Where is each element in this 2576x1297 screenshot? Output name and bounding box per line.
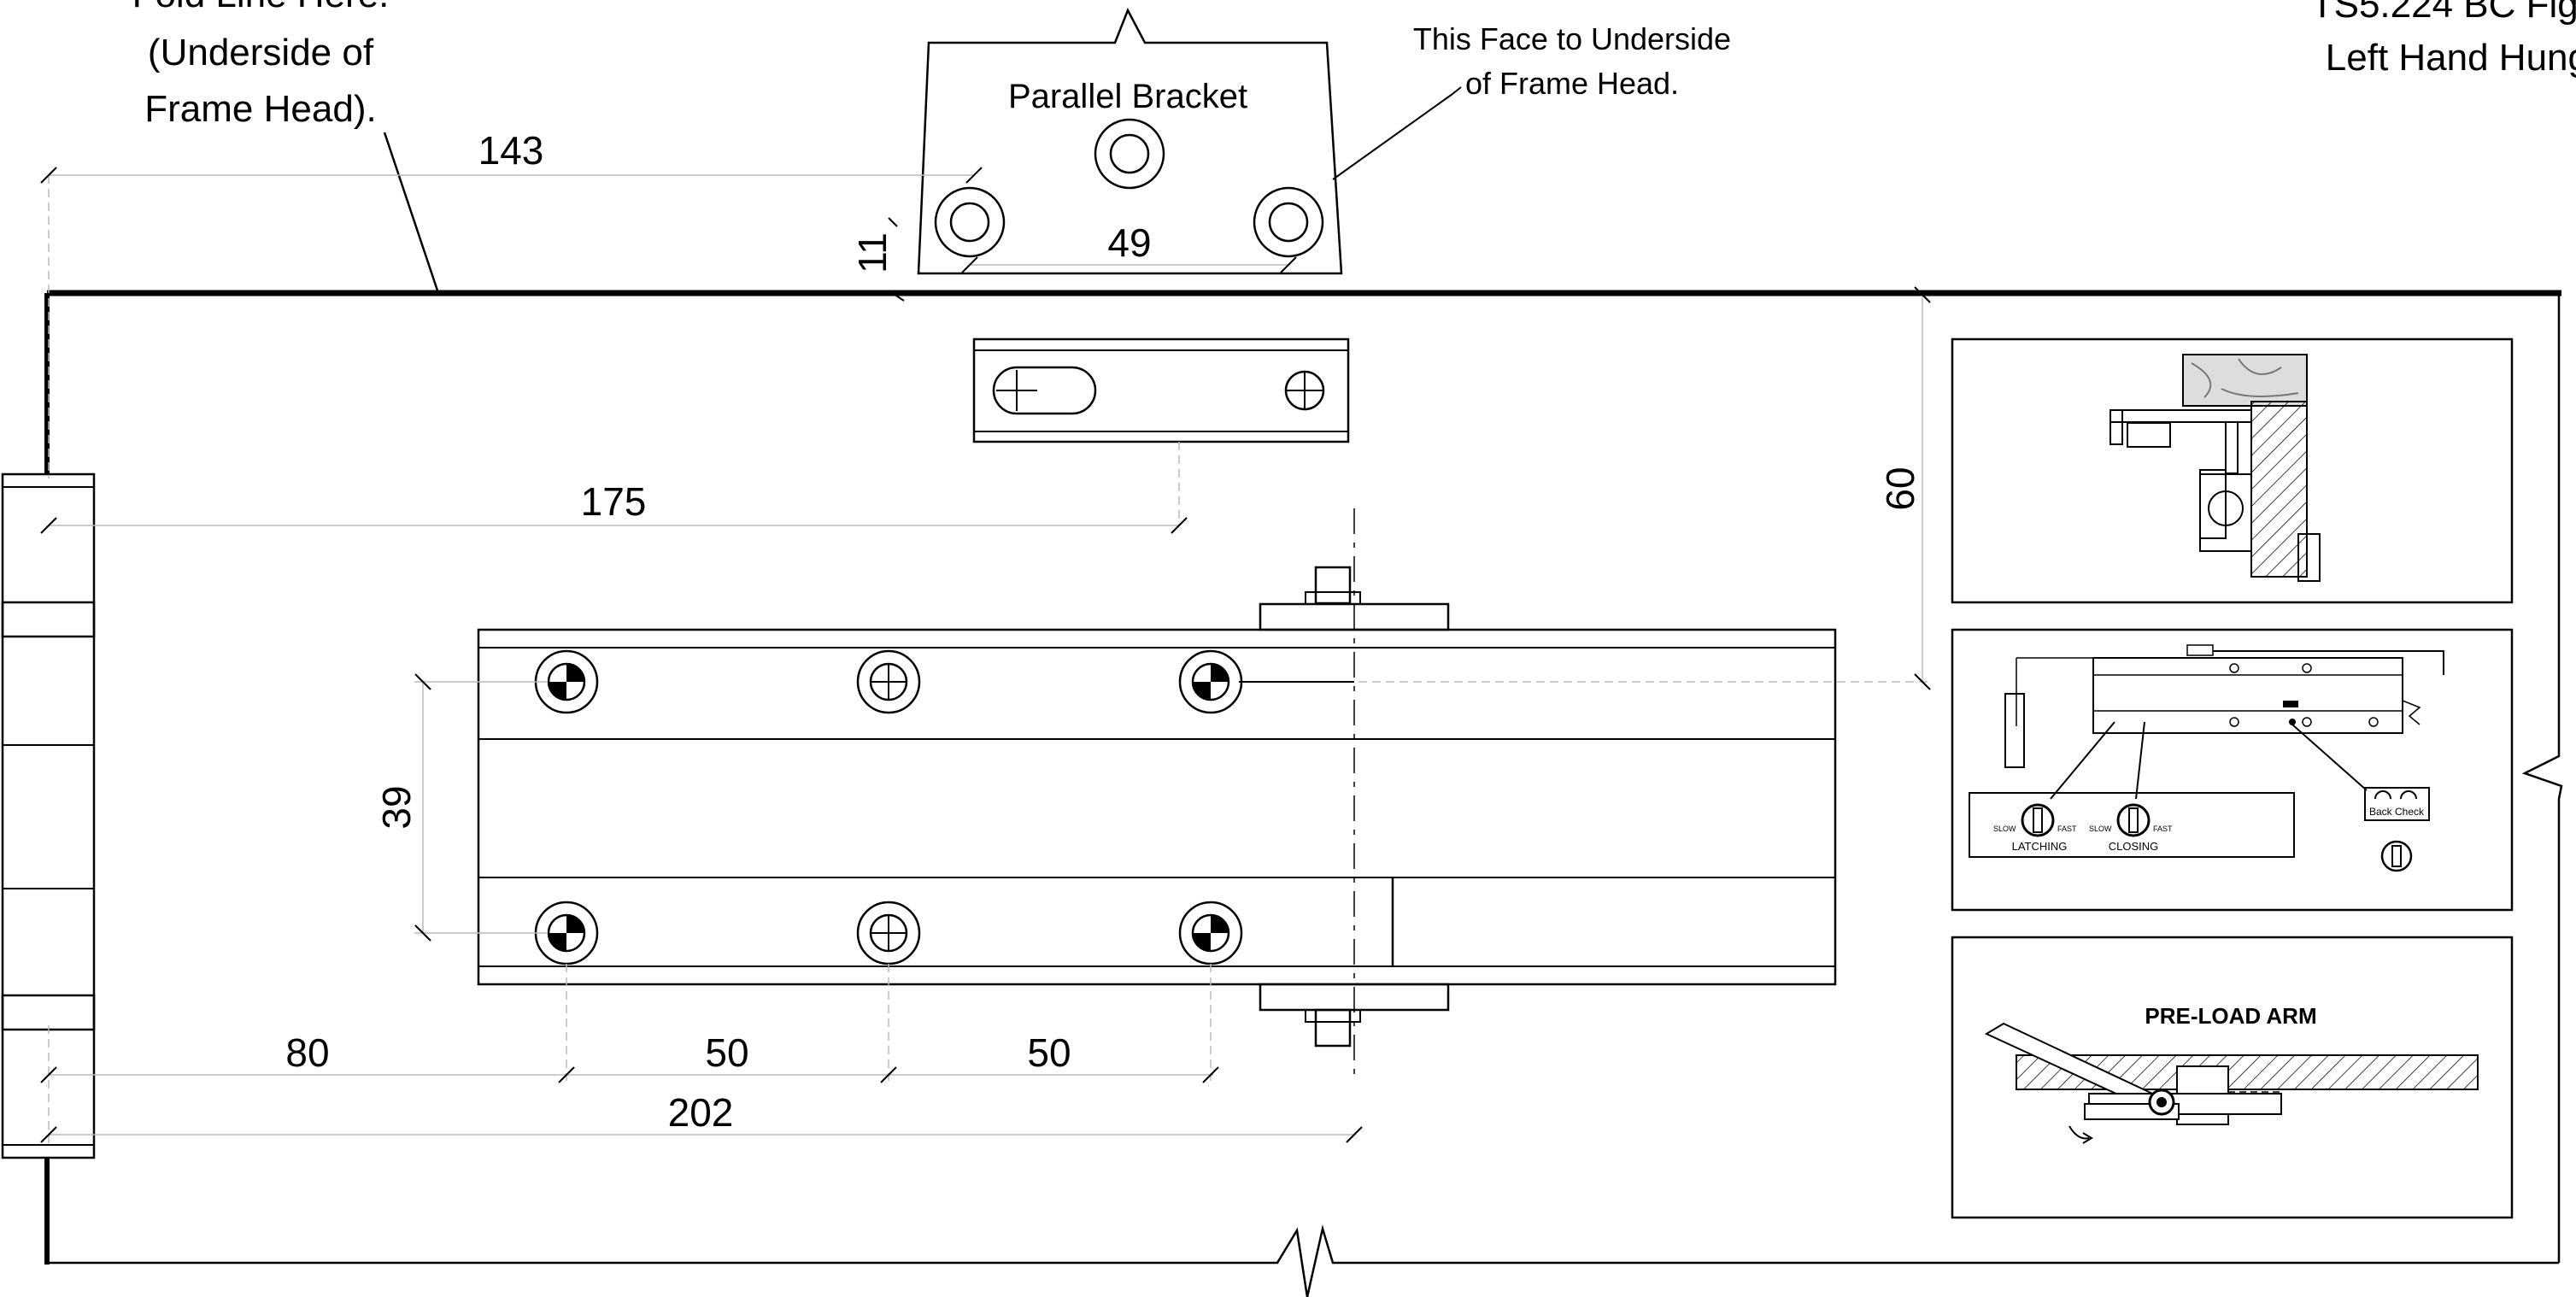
- slot-hole: [992, 366, 1097, 415]
- svg-text:FAST: FAST: [2057, 825, 2077, 833]
- svg-text:SLOW: SLOW: [1993, 825, 2016, 833]
- screw-top-3: [1178, 649, 1243, 714]
- dim-50-second: 50: [1027, 1030, 1071, 1075]
- frame-outline: [44, 290, 2563, 1297]
- screw-top-2: [856, 649, 921, 714]
- dim-202: 202: [668, 1090, 734, 1135]
- dimension-labels: 143 11 49 175 60 39 80 50 50 202: [285, 128, 1922, 1135]
- fold-note-line-3: Frame Head).: [144, 88, 376, 130]
- frame-profile: [2182, 354, 2308, 407]
- bracket-hole-top: [1094, 118, 1165, 190]
- bracket-outline: [917, 8, 1343, 275]
- dim-49: 49: [1107, 220, 1151, 265]
- dim-143: 143: [478, 128, 544, 173]
- detail-panel-adjustment: SLOW FAST SLOW FAST LATCHING CLOSING Bac…: [1951, 628, 2514, 912]
- dim-11: 11: [850, 232, 895, 273]
- back-check-valve-icon: [2380, 840, 2413, 872]
- parallel-bracket: Parallel Bracket This Face to Underside …: [917, 8, 1731, 275]
- dimension-ticks: [40, 167, 1931, 1143]
- bottom-break-line: [47, 1224, 2559, 1297]
- screw-bottom-2: [856, 901, 921, 965]
- title-line-2: Left Hand Hung: [2326, 37, 2576, 79]
- bracket-hole-right: [1253, 186, 1324, 258]
- arm-shoe: [972, 337, 1350, 443]
- back-check-box: [2364, 787, 2430, 821]
- dim-60: 60: [1878, 467, 1922, 510]
- dim-175: 175: [581, 479, 647, 524]
- bracket-label: Parallel Bracket: [1008, 78, 1247, 115]
- detail-panel-section: [1951, 337, 2514, 604]
- bracket-hole-left: [934, 186, 1006, 258]
- screw-bottom-3: [1178, 901, 1243, 965]
- latching-valve-icon: [2021, 803, 2055, 837]
- detail-panel-preload: PRE-LOAD ARM: [1951, 936, 2514, 1219]
- fixing-screws: [534, 649, 1243, 965]
- dim-39: 39: [374, 785, 419, 829]
- latching-label: LATCHING: [2012, 840, 2068, 853]
- right-break-line: [2521, 295, 2563, 1263]
- mini-closer: [2092, 657, 2403, 734]
- title-line-1: TS5.224 BC Fig.: [2311, 0, 2576, 26]
- svg-text:FAST: FAST: [2153, 825, 2173, 833]
- dim-80: 80: [285, 1030, 329, 1075]
- rotation-arrow: [2068, 1125, 2090, 1140]
- screw-top-1: [534, 649, 599, 714]
- face-note-line-2: of Frame Head.: [1465, 66, 1679, 101]
- title-block: TS5.224 BC Fig. Left Hand Hung: [2311, 0, 2576, 79]
- face-note-line-1: This Face to Underside: [1413, 21, 1731, 56]
- face-note-leader: [1332, 93, 1453, 180]
- svg-text:SLOW: SLOW: [2089, 825, 2112, 833]
- closing-valve-icon: [2116, 803, 2151, 837]
- dimensions: [48, 174, 1931, 1145]
- door-closer-body: [477, 508, 1837, 1081]
- dim-50-first: 50: [705, 1030, 748, 1075]
- fold-note-leader: [383, 132, 439, 291]
- back-check-label: Back Check: [2369, 806, 2425, 818]
- fold-note-line-2: (Underside of: [148, 32, 374, 73]
- preload-label: PRE-LOAD ARM: [2145, 1003, 2316, 1029]
- closer-housing: [477, 628, 1837, 986]
- valve-label-plate: [1969, 792, 2295, 858]
- fold-note-line-1: Fold Line Here.: [132, 0, 390, 15]
- fold-line-note: Fold Line Here. (Underside of Frame Head…: [132, 0, 439, 291]
- closing-label: CLOSING: [2109, 840, 2159, 853]
- hinge: [1, 472, 96, 1159]
